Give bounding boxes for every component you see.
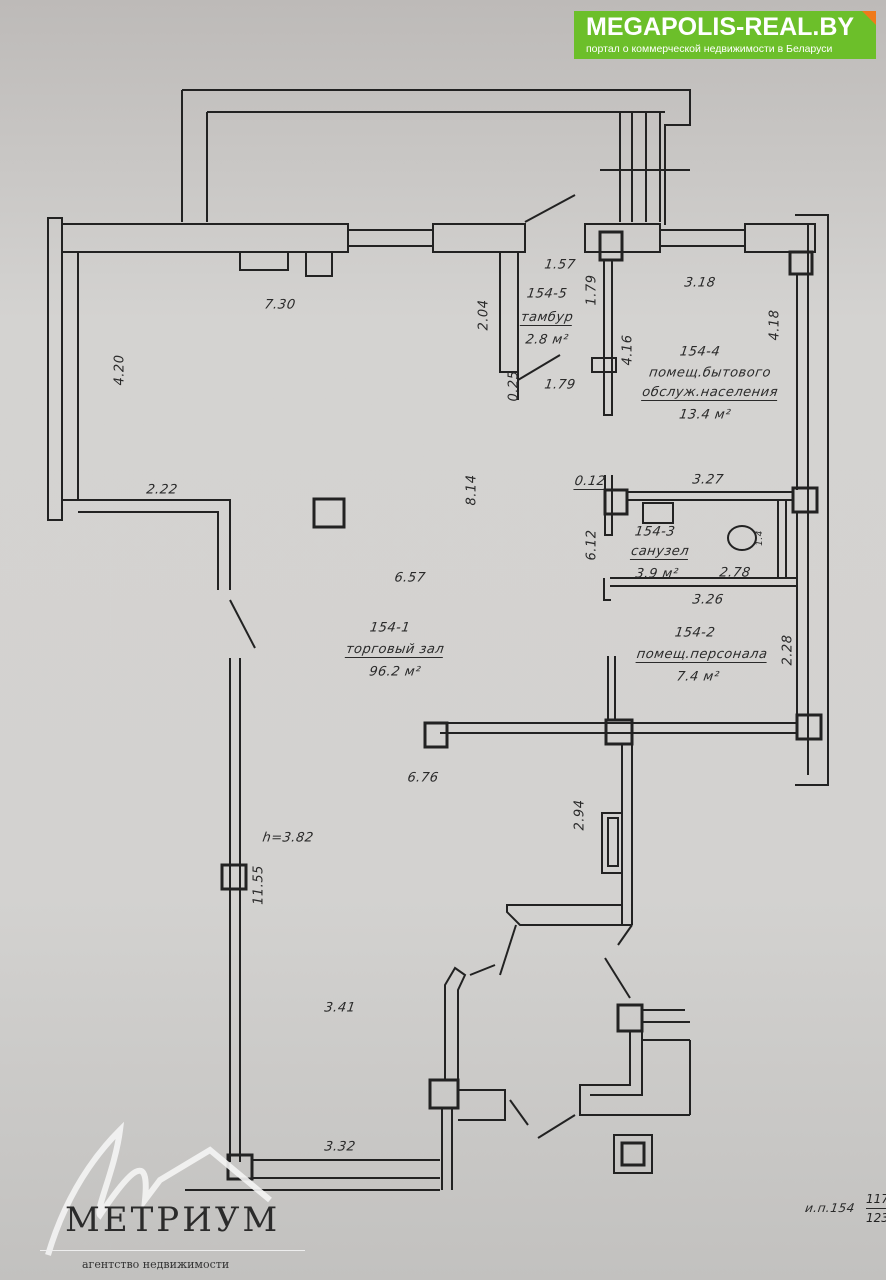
room-id: 154-3 [633,524,677,540]
dimension: 11.55 [251,865,267,905]
dimension: 4.16 [620,334,636,366]
room-name-line2: обслуж.населения [641,385,779,401]
dimension: 2.28 [780,634,796,666]
dimension: 2.22 [145,482,179,498]
divider [40,1250,305,1251]
dimension: 8.14 [464,474,480,506]
room-name: санузел [629,544,691,560]
dimension: 1.4 [755,530,765,546]
room-area: 96.2 м² [368,664,422,680]
dimension: 2.78 [718,565,752,581]
fraction-top: 117. [866,1190,886,1209]
dimension: 1.79 [584,274,600,306]
corner-fold-icon [862,11,876,25]
dimension: 3.26 [691,592,725,608]
dimension: 3.27 [691,472,725,488]
inventory-fraction: 117. 123 [866,1190,886,1227]
dimension: 6.12 [584,529,600,561]
dimension: 6.76 [406,770,440,786]
room-area: 2.8 м² [524,332,570,348]
dimension: 4.20 [112,354,128,386]
dimension: 3.18 [683,275,717,291]
agency-name: МЕТРИУМ [65,1200,281,1240]
dimension: 0.12 [573,474,607,490]
inventory-number: и.п.154 [804,1201,856,1215]
dimension: 3.41 [323,1000,357,1016]
room-name: тамбур [519,310,575,326]
stairs [600,112,690,222]
metrium-watermark: МЕТРИУМ агентство недвижимости [40,1120,310,1271]
dimension: 0.25 [506,370,522,402]
agency-subtitle: агентство недвижимости [82,1258,230,1271]
watermark-tagline: портал о коммерческой недвижимости в Бел… [586,43,833,55]
dimension: 4.18 [767,309,783,341]
megapolis-watermark: MEGAPOLIS-REAL.BY портал о коммерческой … [574,11,876,59]
room-area: 13.4 м² [678,407,732,423]
room-area: 7.4 м² [675,669,721,685]
room-id: 154-1 [368,620,412,636]
dimension: 6.57 [393,570,427,586]
dimension: 1.79 [543,377,577,393]
ceiling-height: h=3.82 [261,830,315,846]
room-area: 3.9 м² [634,566,680,582]
dimension: 2.94 [572,799,588,831]
room-id: 154-5 [525,286,569,302]
room-id: 154-2 [673,625,717,641]
metrium-logo-mark [45,1121,272,1256]
dimension: 2.04 [476,299,492,331]
watermark-site: MEGAPOLIS-REAL.BY [586,13,855,41]
room-id: 154-4 [678,344,722,360]
room-name: помещ.персонала [635,647,769,663]
dimension: 3.32 [323,1139,357,1155]
room-name: торговый зал [344,642,446,658]
dimension: 7.30 [263,297,297,313]
fraction-bottom: 123 [866,1211,886,1225]
room-name: помещ.бытового [648,365,772,381]
dimension: 1.57 [543,257,577,273]
